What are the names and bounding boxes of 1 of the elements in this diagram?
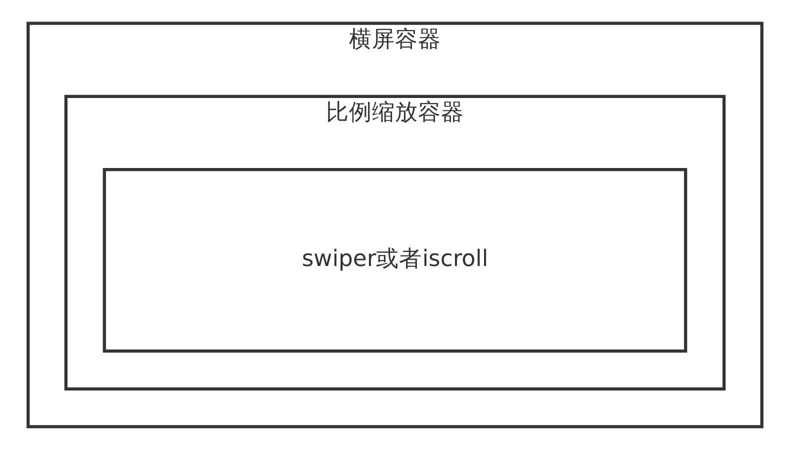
- node-box: swiper或者iscroll: [102, 168, 688, 353]
